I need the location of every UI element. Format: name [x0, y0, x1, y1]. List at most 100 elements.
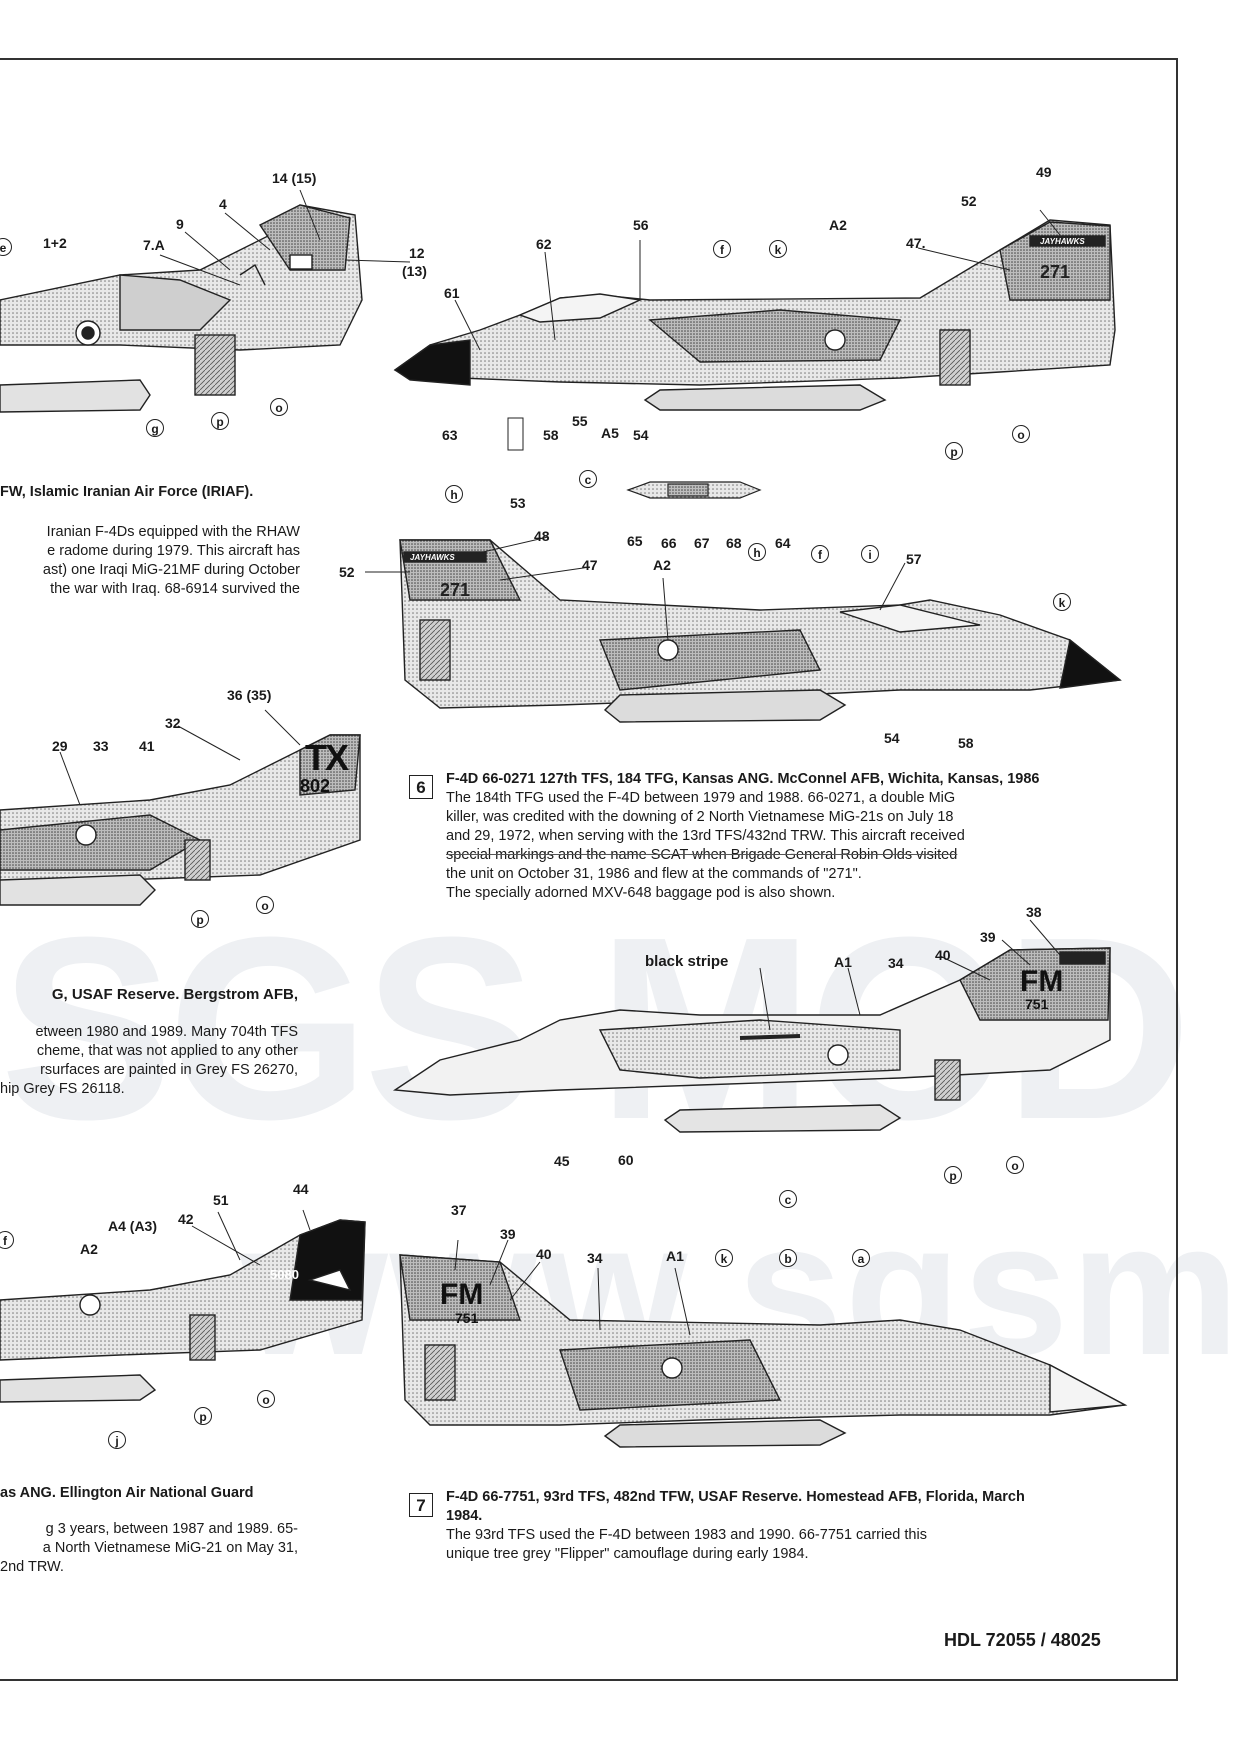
baggage-pod — [626, 481, 762, 499]
callout: 33 — [93, 738, 109, 754]
callout: 47. — [906, 235, 926, 251]
caption-line: g 3 years, between 1987 and 1989. 65- — [45, 1521, 298, 1537]
callout: 44 — [293, 1181, 309, 1197]
caption-line: the war with Iraq. 68-6914 survived the — [50, 581, 300, 597]
caption-line: a North Vietnamese MiG-21 on May 31, — [42, 1540, 298, 1556]
caption-heading: G, USAF Reserve. Bergstrom AFB, — [51, 986, 298, 1003]
aircraft-iran — [0, 204, 363, 413]
circled-letter: f — [713, 240, 731, 258]
callout: 63 — [442, 427, 458, 443]
callout: 58 — [543, 427, 559, 443]
callout: 34 — [587, 1250, 603, 1266]
callout: 52 — [961, 193, 977, 209]
caption-reserve: G, USAF Reserve. Bergstrom AFB, — [0, 985, 298, 1004]
caption-line: The 93rd TFS used the F-4D between 1983 … — [446, 1527, 927, 1543]
callout: 32 — [165, 715, 181, 731]
caption-texas: as ANG. Ellington Air National Guard — [0, 1484, 298, 1503]
tail-code-fm-upper: FM — [1020, 965, 1064, 998]
callout: 48 — [534, 528, 550, 544]
callout: 7.A — [143, 237, 165, 253]
circled-letter: o — [1012, 425, 1030, 443]
circled-letter: b — [779, 1249, 797, 1267]
caption-iran: FW, Islamic Iranian Air Force (IRIAF). — [0, 483, 300, 502]
callout: 68 — [726, 535, 742, 551]
callout: 14 (15) — [272, 170, 317, 186]
circled-letter: g — [146, 419, 164, 437]
caption-line: hip Grey FS 26118. — [0, 1081, 125, 1097]
callout: 39 — [980, 929, 996, 945]
aircraft-kansas-right — [399, 539, 1122, 723]
caption-reserve-body: etween 1980 and 1989. Many 704th TFS che… — [0, 1023, 298, 1099]
caption-line: cheme, that was not applied to any other — [36, 1043, 298, 1059]
callout: 1+2 — [43, 235, 67, 251]
tail-band-jayhawks-upper: JAYHAWKS — [1040, 237, 1085, 246]
callout: A1 — [666, 1248, 684, 1264]
callout: 51 — [213, 1192, 229, 1208]
tail-serial-texas: 5080 — [270, 1267, 299, 1282]
caption-line: special markings and the name SCAT when … — [446, 847, 958, 863]
callout: 37 — [451, 1202, 467, 1218]
callout: 61 — [444, 285, 460, 301]
caption-texas-body: g 3 years, between 1987 and 1989. 65- a … — [0, 1520, 298, 1577]
aircraft-kansas-left — [393, 219, 1116, 411]
callout: 56 — [633, 217, 649, 233]
circled-letter: f — [811, 545, 829, 563]
callout: A5 — [601, 425, 619, 441]
callout: 67 — [694, 535, 710, 551]
profile-number-7: 7 — [409, 1493, 433, 1517]
caption-line: killer, was credited with the downing of… — [446, 809, 954, 825]
callout: A2 — [653, 557, 671, 573]
circled-letter: a — [852, 1249, 870, 1267]
callout: 65 — [627, 533, 643, 549]
caption-line: unique tree grey "Flipper" camouflage du… — [446, 1546, 809, 1562]
caption-line: The specially adorned MXV-648 baggage po… — [446, 885, 836, 901]
caption-line: e radome during 1979. This aircraft has — [47, 543, 300, 559]
circled-letter: o — [257, 1390, 275, 1408]
callout: 57 — [906, 551, 922, 567]
caption-line: The 184th TFG used the F-4D between 1979… — [446, 790, 956, 806]
caption-profile-6: F-4D 66-0271 127th TFS, 184 TFG, Kansas … — [446, 770, 1041, 903]
callout: 52 — [339, 564, 355, 580]
callout: 62 — [536, 236, 552, 252]
callout: 12 — [409, 245, 425, 261]
caption-line: the unit on October 31, 1986 and flew at… — [446, 866, 862, 882]
callout: A2 — [80, 1241, 98, 1257]
caption-heading: FW, Islamic Iranian Air Force (IRIAF). — [0, 484, 254, 500]
callout: 53 — [510, 495, 526, 511]
catalog-number: HDL 72055 / 48025 — [944, 1630, 1101, 1650]
callout: 64 — [775, 535, 791, 551]
circled-letter: o — [270, 398, 288, 416]
callout: 66 — [661, 535, 677, 551]
callout-black-stripe: black stripe — [645, 953, 729, 970]
circled-letter: j — [108, 1431, 126, 1449]
callout: 40 — [536, 1246, 552, 1262]
leader-lines — [59, 189, 1061, 1336]
profile-number-6: 6 — [409, 775, 433, 799]
circled-letter: p — [944, 1166, 962, 1184]
callout: 38 — [1026, 904, 1042, 920]
callout: 36 (35) — [227, 687, 272, 703]
callout: 54 — [884, 730, 900, 746]
callout: 60 — [618, 1152, 634, 1168]
caption-line: and 29, 1972, when serving with the 13rd… — [446, 828, 965, 844]
caption-iran-body: Iranian F-4Ds equipped with the RHAW e r… — [0, 523, 300, 599]
callout: 47 — [582, 557, 598, 573]
aircraft-fm-upper — [392, 947, 1111, 1133]
tail-code-tx: TX — [305, 737, 349, 778]
callout: (13) — [402, 263, 427, 279]
callout: A2 — [829, 217, 847, 233]
callout: A4 (A3) — [108, 1218, 158, 1234]
callout: A1 — [834, 954, 852, 970]
callout: 29 — [52, 738, 68, 754]
circled-letter: c — [579, 470, 597, 488]
callout: 58 — [958, 735, 974, 751]
circled-letter: p — [194, 1407, 212, 1425]
circled-letter: k — [1053, 593, 1071, 611]
caption-line: rsurfaces are painted in Grey FS 26270, — [40, 1062, 298, 1078]
circled-letter: h — [445, 485, 463, 503]
aircraft-tx — [0, 734, 361, 906]
callout: 4 — [219, 196, 227, 212]
callout: 54 — [633, 427, 649, 443]
callout: 39 — [500, 1226, 516, 1242]
